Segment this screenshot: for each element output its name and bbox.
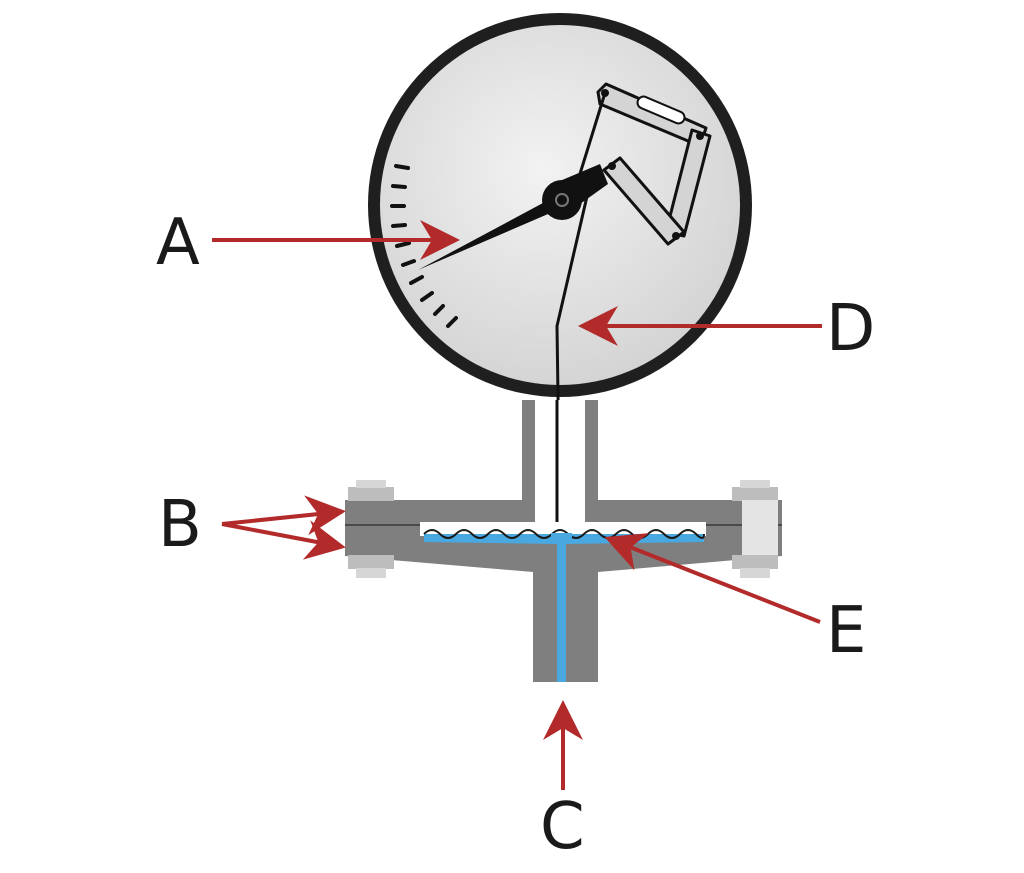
- label-e: E: [826, 594, 866, 668]
- callout-labels: A B C D E: [156, 206, 875, 864]
- arrow-e: [604, 533, 821, 624]
- label-c: C: [540, 790, 585, 864]
- right-bolt: [732, 480, 778, 578]
- dial-scale-ticks: [390, 164, 458, 328]
- arrow-b-lower: [221, 520, 346, 560]
- process-fluid-chamber: [424, 534, 704, 682]
- diaphragm-assembly: [423, 529, 705, 682]
- gauge-stem: [522, 400, 598, 530]
- label-b: B: [158, 488, 202, 562]
- diagonal-link: [602, 156, 686, 246]
- arrow-b-upper: [221, 495, 346, 536]
- label-d: D: [826, 292, 875, 366]
- label-a: A: [156, 206, 200, 280]
- flange-bolts: [348, 480, 778, 578]
- left-bolt: [348, 480, 394, 578]
- upper-flange: [345, 500, 535, 524]
- gauge-linkage-mechanism: [573, 82, 712, 246]
- right-link: [664, 128, 712, 238]
- callout-arrows: [212, 220, 822, 790]
- upper-link-slot: [636, 95, 686, 125]
